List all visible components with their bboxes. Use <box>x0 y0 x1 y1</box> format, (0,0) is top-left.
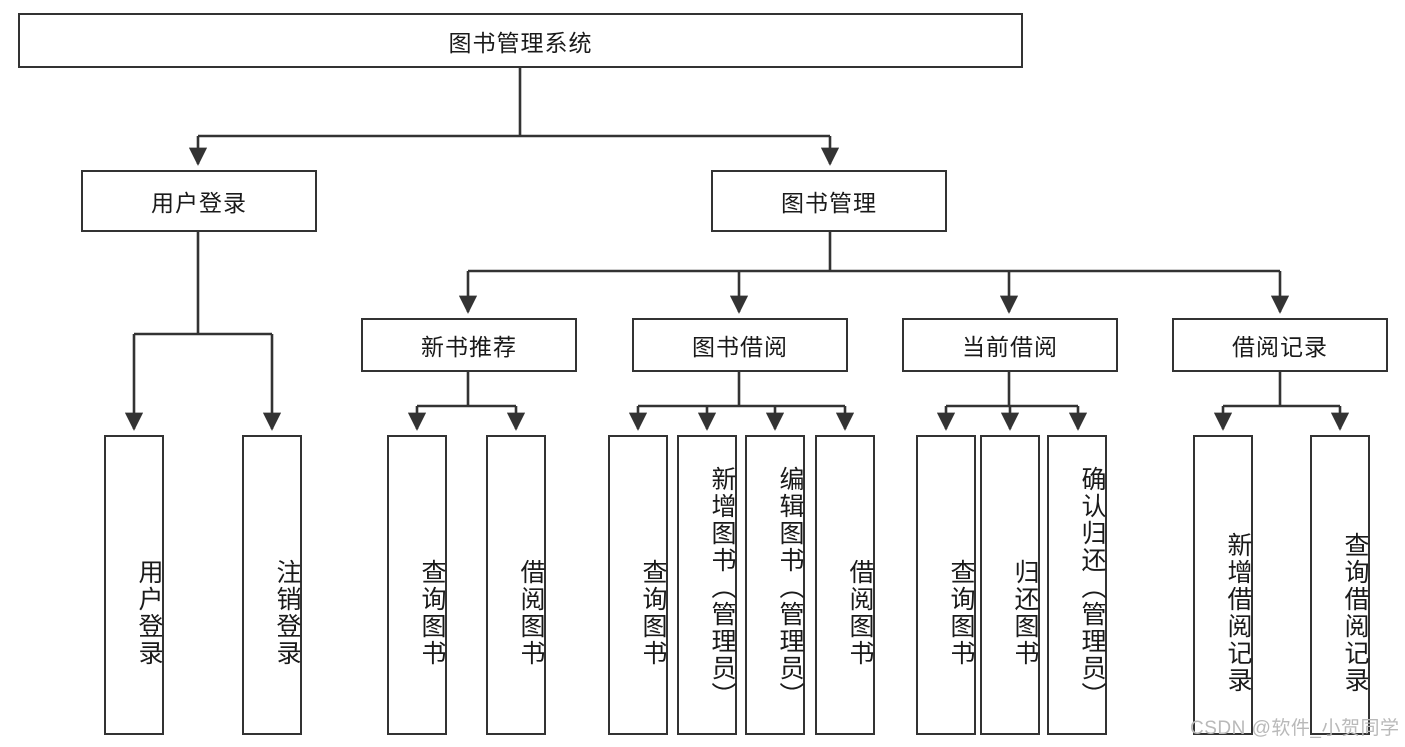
node-label: 借阅图书 <box>517 559 545 667</box>
watermark: CSDN @软件_小贺同学 <box>1190 718 1400 739</box>
leaf-book-borrow-query-books[interactable]: 查询图书 <box>608 435 668 735</box>
leaf-current-borrow-confirm-return-admin[interactable]: 确认归还（管理员） <box>1047 435 1107 735</box>
node-label: 图书管理 <box>781 190 877 216</box>
leaf-current-borrow-query-books[interactable]: 查询图书 <box>916 435 976 735</box>
leaf-book-borrow-add-book-admin[interactable]: 新增图书（管理员） <box>677 435 737 735</box>
node-label: 注销登录 <box>273 559 301 667</box>
node-label: 查询图书 <box>639 559 667 667</box>
leaf-borrow-record-add-record[interactable]: 新增借阅记录 <box>1193 435 1253 735</box>
node-label: 当前借阅 <box>962 334 1058 360</box>
node-label: 确认归还（管理员） <box>1078 465 1106 709</box>
node-label: 查询图书 <box>418 559 446 667</box>
leaf-book-borrow-borrow-books[interactable]: 借阅图书 <box>815 435 875 735</box>
leaf-new-book-borrow-books[interactable]: 借阅图书 <box>486 435 546 735</box>
leaf-user-login-login[interactable]: 用户登录 <box>104 435 164 735</box>
node-label: 编辑图书（管理员） <box>776 465 804 709</box>
node-label: 用户登录 <box>151 190 247 216</box>
leaf-book-borrow-edit-book-admin[interactable]: 编辑图书（管理员） <box>745 435 805 735</box>
node-label: 图书管理系统 <box>448 29 593 56</box>
leaf-user-login-logout[interactable]: 注销登录 <box>242 435 302 735</box>
node-label: 新书推荐 <box>421 334 517 360</box>
node-label: 借阅记录 <box>1232 334 1328 360</box>
leaf-borrow-record-query-record[interactable]: 查询借阅记录 <box>1310 435 1370 735</box>
node-user-login[interactable]: 用户登录 <box>81 170 317 232</box>
node-book-management[interactable]: 图书管理 <box>711 170 947 232</box>
node-new-book-recommend[interactable]: 新书推荐 <box>361 318 577 372</box>
node-label: 新增借阅记录 <box>1224 532 1252 694</box>
node-label: 用户登录 <box>135 559 163 667</box>
node-book-borrow[interactable]: 图书借阅 <box>632 318 848 372</box>
leaf-new-book-query-books[interactable]: 查询图书 <box>387 435 447 735</box>
node-borrow-record[interactable]: 借阅记录 <box>1172 318 1388 372</box>
node-label: 图书借阅 <box>692 334 788 360</box>
node-label: 查询图书 <box>947 559 975 667</box>
node-label: 新增图书（管理员） <box>708 465 736 709</box>
node-current-borrow[interactable]: 当前借阅 <box>902 318 1118 372</box>
node-label: 借阅图书 <box>846 559 874 667</box>
node-label: 归还图书 <box>1011 559 1039 667</box>
leaf-current-borrow-return-books[interactable]: 归还图书 <box>980 435 1040 735</box>
node-root-book-management-system[interactable]: 图书管理系统 <box>18 13 1023 68</box>
node-label: 查询借阅记录 <box>1341 532 1369 694</box>
